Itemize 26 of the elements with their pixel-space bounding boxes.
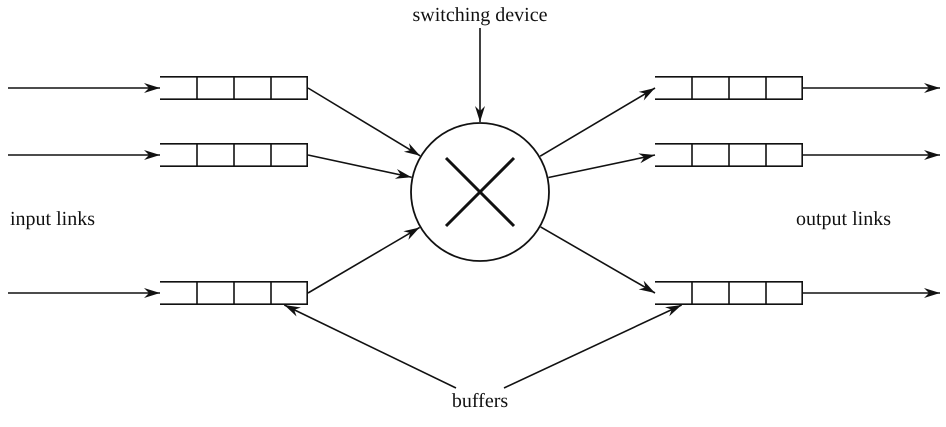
arrow [8, 150, 160, 160]
queue-buffer [160, 143, 308, 167]
queue-buffer [655, 76, 803, 100]
arrow [540, 87, 656, 157]
leader-line [475, 28, 485, 122]
queue-buffer [160, 281, 308, 305]
leader-line [504, 304, 682, 389]
arrow [308, 154, 412, 179]
queue-buffer [160, 76, 308, 100]
arrow [308, 226, 420, 294]
arrow [548, 153, 656, 178]
arrow [8, 288, 160, 298]
switch-circle [410, 122, 550, 262]
leader-line [284, 304, 456, 389]
node-label: switching device [400, 2, 560, 28]
arrow [803, 288, 940, 298]
arrow [803, 150, 940, 160]
node-label: buffers [440, 388, 520, 414]
arrow [8, 83, 160, 93]
queue-buffer [655, 281, 803, 305]
side-label: output links [796, 208, 892, 231]
queue-buffer [655, 143, 803, 167]
arrow [540, 226, 656, 294]
arrow [803, 83, 940, 93]
arrow [308, 87, 421, 156]
side-label: input links [10, 208, 96, 231]
